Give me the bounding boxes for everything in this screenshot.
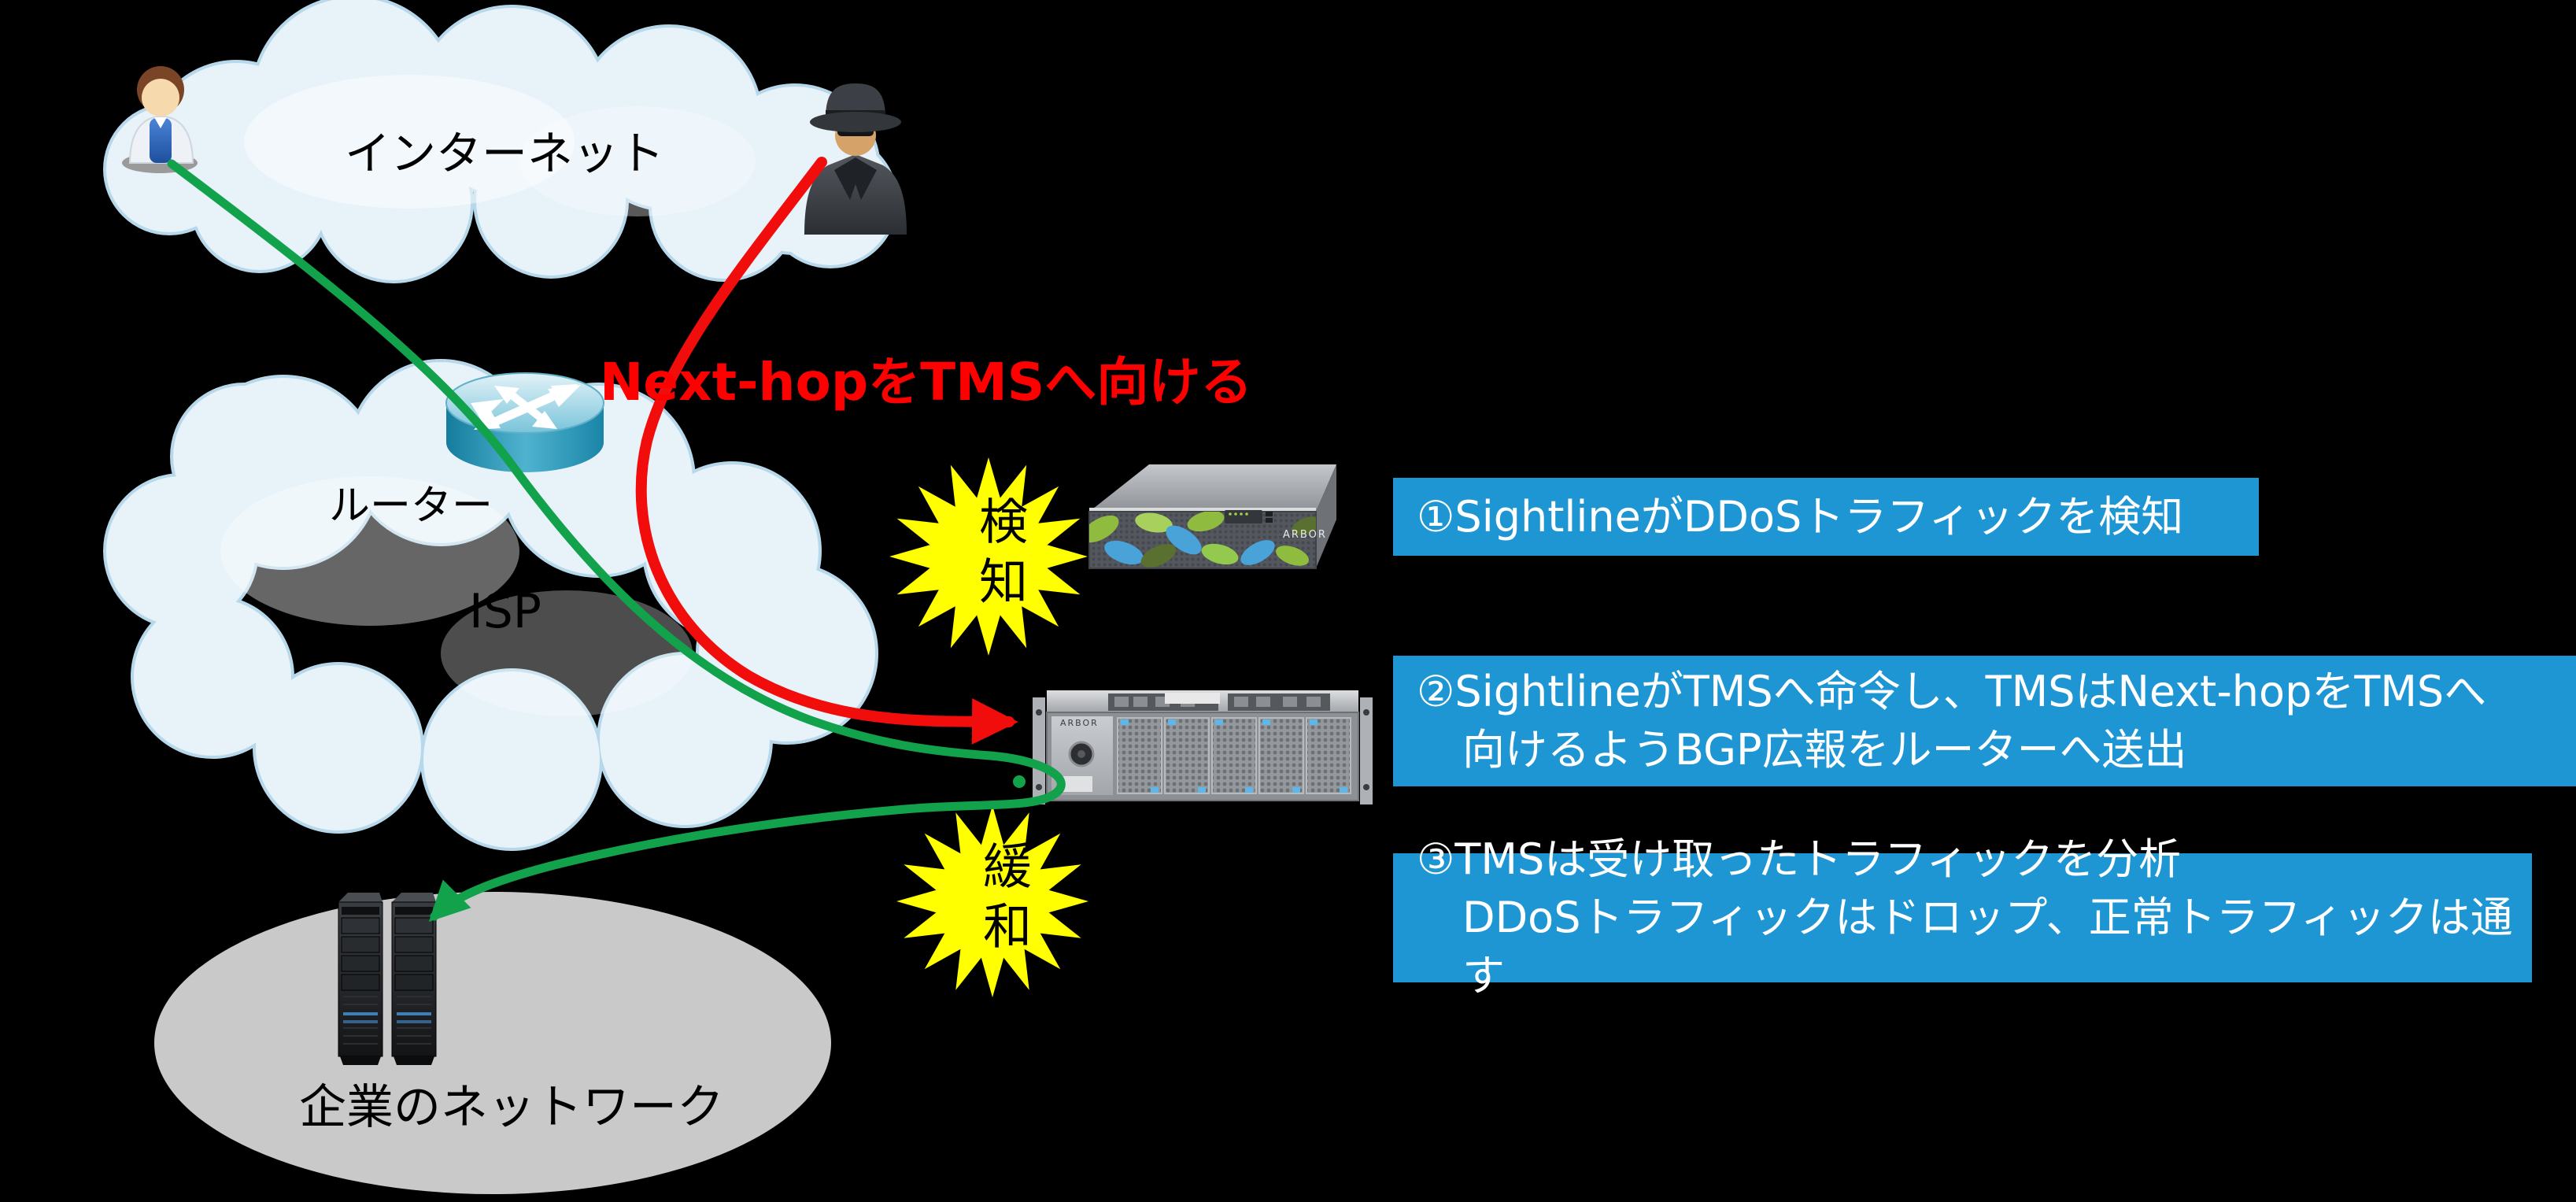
internet-cloud: [106, 0, 895, 280]
tms-brand-text: ARBOR: [1060, 718, 1099, 728]
isp-cloud: [106, 362, 875, 848]
router-label: ルーター: [329, 483, 493, 530]
normal-traffic-loop-end: [1013, 775, 1026, 788]
step-box-3: ③TMSは受け取ったトラフィックを分析 DDoSトラフィックはドロップ、正常トラ…: [1393, 834, 2532, 1000]
step-box-2: ②SightlineがTMSへ命令し、TMSはNext-hopをTMSへ 向ける…: [1393, 656, 2576, 786]
isp-cloud-label: ISP: [469, 584, 541, 639]
user-icon: [122, 66, 198, 173]
sightline-brand-text: ARBOR: [1283, 529, 1327, 541]
detection-burst-label: 検知: [970, 496, 1028, 616]
router-icon: [445, 372, 604, 472]
sightline-appliance: [1088, 464, 1336, 569]
internet-cloud-label: インターネット: [345, 127, 665, 180]
corporate-network-ellipse: [154, 892, 831, 1194]
next-hop-annotation: Next-hopをTMSへ向ける: [600, 352, 1253, 412]
corporate-network-label: 企業のネットワーク: [299, 1080, 724, 1135]
detection-burst: [889, 457, 1088, 656]
mitigation-burst: [896, 805, 1088, 997]
step2-line1: ②SightlineがTMSへ命令し、TMSはNext-hopをTMSへ: [1417, 667, 2487, 716]
attack-traffic-path: [635, 157, 1018, 745]
step3-line1: ③TMSは受け取ったトラフィックを分析: [1417, 834, 2182, 884]
tower-servers-icon: [338, 893, 437, 1065]
step2-line2: 向けるようBGP広報をルーターへ送出: [1462, 725, 2187, 775]
tms-appliance: [1033, 690, 1373, 804]
step-box-1: ①SightlineがDDoSトラフィックを検知: [1393, 478, 2259, 556]
step1-line1: ①SightlineがDDoSトラフィックを検知: [1417, 491, 2184, 542]
normal-traffic-path: [167, 159, 1066, 923]
attacker-icon: [804, 83, 907, 235]
mitigation-burst-label: 緩和: [974, 841, 1032, 960]
step3-line2: DDoSトラフィックはドロップ、正常トラフィックは通す: [1462, 893, 2513, 1000]
